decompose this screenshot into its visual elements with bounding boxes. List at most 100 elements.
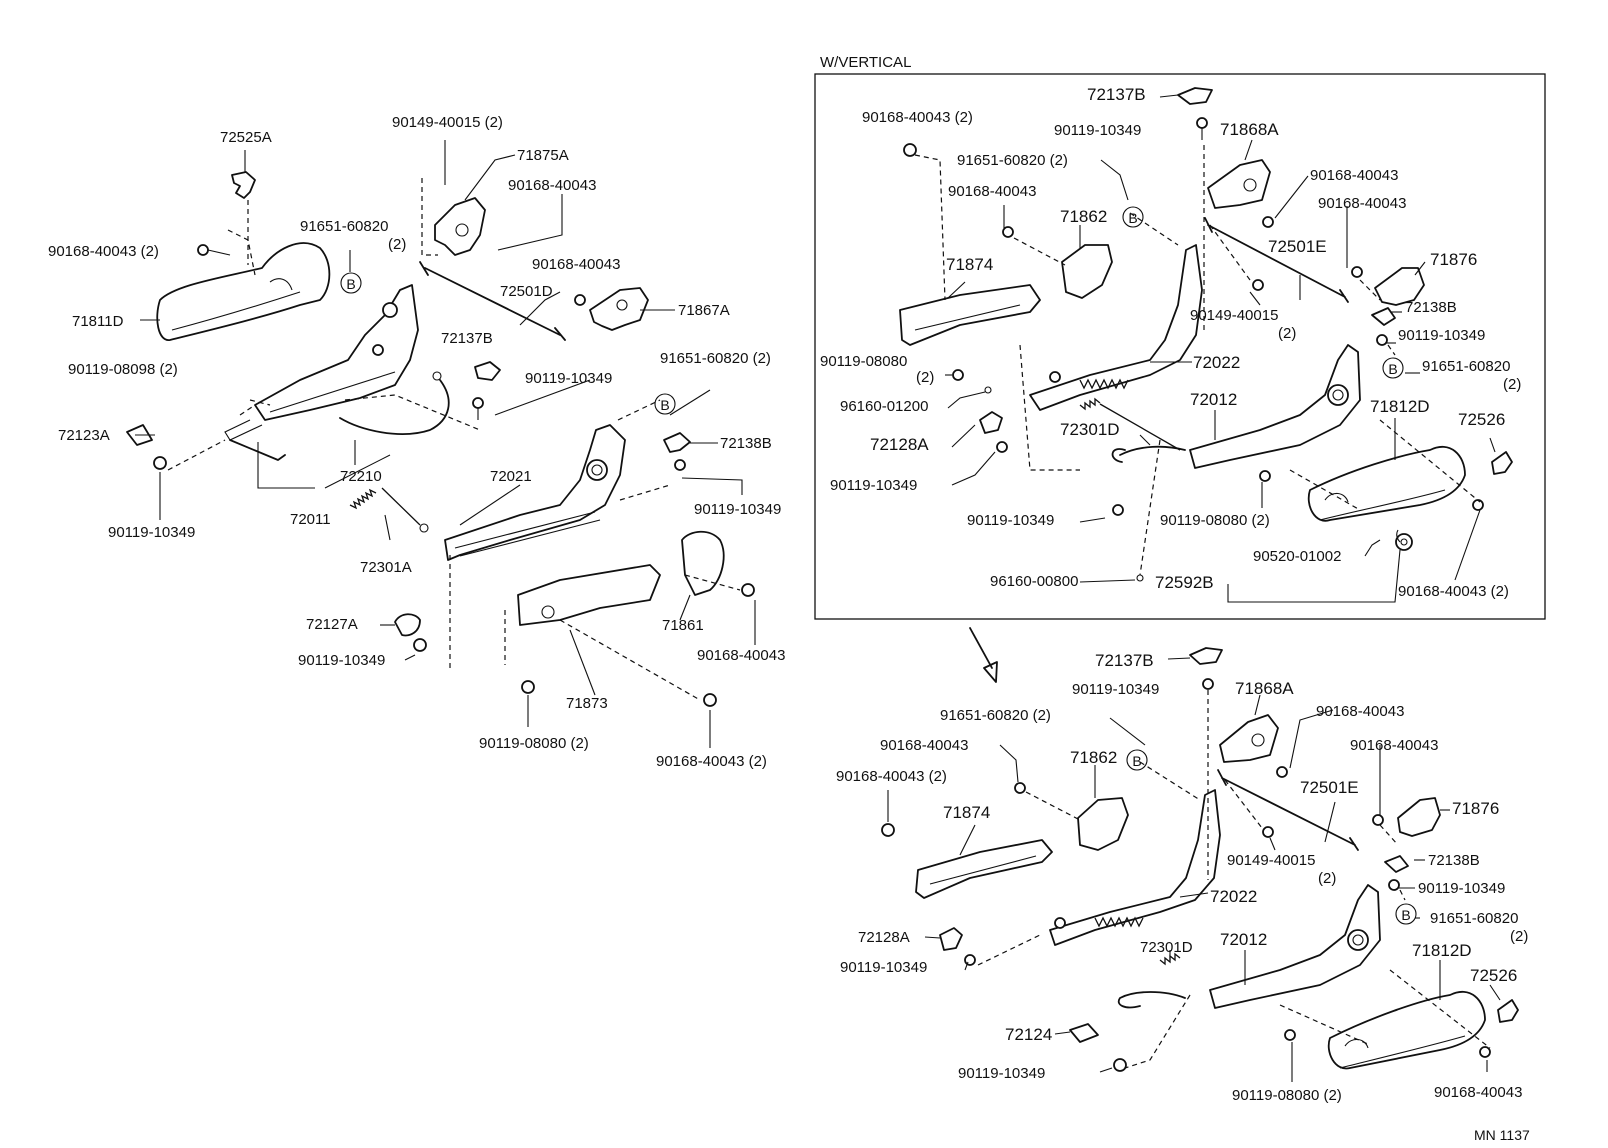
label-90168-40043-i: 90168-40043 bbox=[1318, 195, 1406, 212]
label-72124: 72124 bbox=[1005, 1025, 1052, 1044]
label-90119-08080-d: 90119-08080 (2) bbox=[1232, 1087, 1342, 1104]
svg-text:B: B bbox=[346, 276, 355, 292]
label-90168-40043-c: 90168-40043 bbox=[532, 256, 620, 273]
label-72128A-inset: 72128A bbox=[870, 435, 929, 454]
part-72210 bbox=[339, 379, 450, 435]
label-90119-08098: 90119-08098 (2) bbox=[68, 361, 178, 378]
part-72138B-inset bbox=[1371, 307, 1396, 326]
part-71875A bbox=[434, 197, 486, 256]
label-72022-lower: 72022 bbox=[1210, 887, 1257, 906]
lower-assembly bbox=[881, 647, 1519, 1072]
part-71862-lower bbox=[1077, 797, 1129, 851]
label-90119-10349-a: 90119-10349 bbox=[525, 370, 612, 387]
label-72301D-lower: 72301D bbox=[1140, 939, 1193, 956]
label-90168-40043-b: 90168-40043 (2) bbox=[48, 243, 159, 260]
label-71875A: 71875A bbox=[517, 147, 569, 164]
label-72501D: 72501D bbox=[500, 283, 553, 300]
marker-b-lower-1: B bbox=[1126, 749, 1148, 771]
label-71874-lower: 71874 bbox=[943, 803, 990, 822]
label-90168-40043-d: 90168-40043 bbox=[697, 647, 785, 664]
part-71868A-inset bbox=[1207, 159, 1271, 209]
part-72501E-inset bbox=[1204, 217, 1349, 303]
label-91651-60820-a: 91651-60820 bbox=[300, 218, 388, 235]
inset-leaders bbox=[945, 94, 1496, 603]
label-71873: 71873 bbox=[566, 695, 608, 712]
label-72012-inset: 72012 bbox=[1190, 390, 1237, 409]
label-90168-40043-n: 90168-40043 (2) bbox=[836, 768, 947, 785]
svg-text:B: B bbox=[660, 397, 669, 413]
label-90119-10349-c: 90119-10349 bbox=[108, 524, 195, 541]
label-71876-inset: 71876 bbox=[1430, 250, 1477, 269]
label-71867A: 71867A bbox=[678, 302, 730, 319]
part-71876-inset bbox=[1374, 267, 1425, 306]
label-72137B-left: 72137B bbox=[441, 330, 493, 347]
part-72526-lower bbox=[1497, 999, 1519, 1023]
label-72501E-inset: 72501E bbox=[1268, 237, 1327, 256]
part-72138B-lower bbox=[1384, 855, 1409, 873]
label-72301A: 72301A bbox=[360, 559, 412, 576]
part-72501D bbox=[419, 261, 566, 341]
label-90119-10349-j: 90119-10349 bbox=[1418, 880, 1505, 897]
marker-b-left-1: B bbox=[340, 272, 362, 294]
label-72301D-inset: 72301D bbox=[1060, 420, 1120, 439]
label-91651-60820-c: 91651-60820 (2) bbox=[957, 152, 1068, 169]
part-72128A-lower bbox=[939, 927, 963, 951]
label-71812D-inset: 71812D bbox=[1370, 397, 1430, 416]
label-90119-10349-e: 90119-10349 bbox=[1054, 122, 1141, 139]
part-72124 bbox=[1069, 1023, 1099, 1043]
label-72123A: 72123A bbox=[58, 427, 110, 444]
part-72022-lower bbox=[1049, 789, 1221, 946]
part-72012-lower bbox=[1209, 884, 1381, 1009]
label-90149-40015-c: 90149-40015 bbox=[1227, 852, 1315, 869]
label-71874-inset: 71874 bbox=[946, 255, 993, 274]
part-71812D-lower bbox=[1327, 990, 1486, 1070]
label-71868A-lower: 71868A bbox=[1235, 679, 1294, 698]
label-72127A: 72127A bbox=[306, 616, 358, 633]
label-90119-10349-k: 90119-10349 bbox=[840, 959, 927, 976]
label-90168-40043-j: 90168-40043 (2) bbox=[1398, 583, 1509, 600]
svg-text:B: B bbox=[1132, 753, 1141, 769]
part-72127A bbox=[394, 613, 421, 637]
label-71861: 71861 bbox=[662, 617, 704, 634]
part-72526-inset bbox=[1491, 451, 1513, 475]
label-90149-40015-c-qty: (2) bbox=[1318, 870, 1336, 887]
label-90119-10349-f: 90119-10349 bbox=[1398, 327, 1485, 344]
svg-text:B: B bbox=[1388, 361, 1397, 377]
label-91651-60820-f-qty: (2) bbox=[1510, 928, 1528, 945]
label-96160-00800: 96160-00800 bbox=[990, 573, 1078, 590]
inset-assembly bbox=[899, 87, 1513, 582]
label-72012-lower: 72012 bbox=[1220, 930, 1267, 949]
part-72012-inset bbox=[1189, 344, 1361, 469]
label-71862-lower: 71862 bbox=[1070, 748, 1117, 767]
label-91651-60820-b: 91651-60820 (2) bbox=[660, 350, 771, 367]
label-91651-60820-f: 91651-60820 bbox=[1430, 910, 1518, 927]
label-90119-10349-h: 90119-10349 bbox=[967, 512, 1054, 529]
part-72501E-lower bbox=[1217, 769, 1359, 851]
part-71876-lower bbox=[1397, 797, 1441, 837]
part-72128A-inset bbox=[979, 411, 1003, 434]
part-71873 bbox=[517, 564, 661, 626]
label-90119-08080-c: 90119-08080 (2) bbox=[1160, 512, 1270, 529]
label-90168-40043-l: 90168-40043 bbox=[880, 737, 968, 754]
label-72210: 72210 bbox=[340, 468, 382, 485]
label-91651-60820-e: 91651-60820 (2) bbox=[940, 707, 1051, 724]
label-90119-10349-g: 90119-10349 bbox=[830, 477, 917, 494]
part-71868A-lower bbox=[1219, 714, 1279, 763]
label-72128A-lower: 72128A bbox=[858, 929, 910, 946]
label-72022-inset: 72022 bbox=[1193, 353, 1240, 372]
label-90168-40043-h: 90168-40043 bbox=[948, 183, 1036, 200]
part-71861 bbox=[681, 530, 725, 596]
label-90119-08080: 90119-08080 (2) bbox=[479, 735, 589, 752]
part-72137B-lower bbox=[1189, 647, 1223, 665]
label-72525A: 72525A bbox=[220, 129, 272, 146]
marker-b-lower-2: B bbox=[1395, 903, 1417, 925]
label-90168-40043-o: 90168-40043 bbox=[1434, 1084, 1522, 1101]
part-72301A bbox=[349, 487, 421, 526]
label-72021: 72021 bbox=[490, 468, 532, 485]
label-91651-60820-a-qty: (2) bbox=[388, 236, 406, 253]
part-72022-inset bbox=[1029, 244, 1203, 411]
part-72301D-inset bbox=[1079, 397, 1181, 451]
label-72526-inset: 72526 bbox=[1458, 410, 1505, 429]
